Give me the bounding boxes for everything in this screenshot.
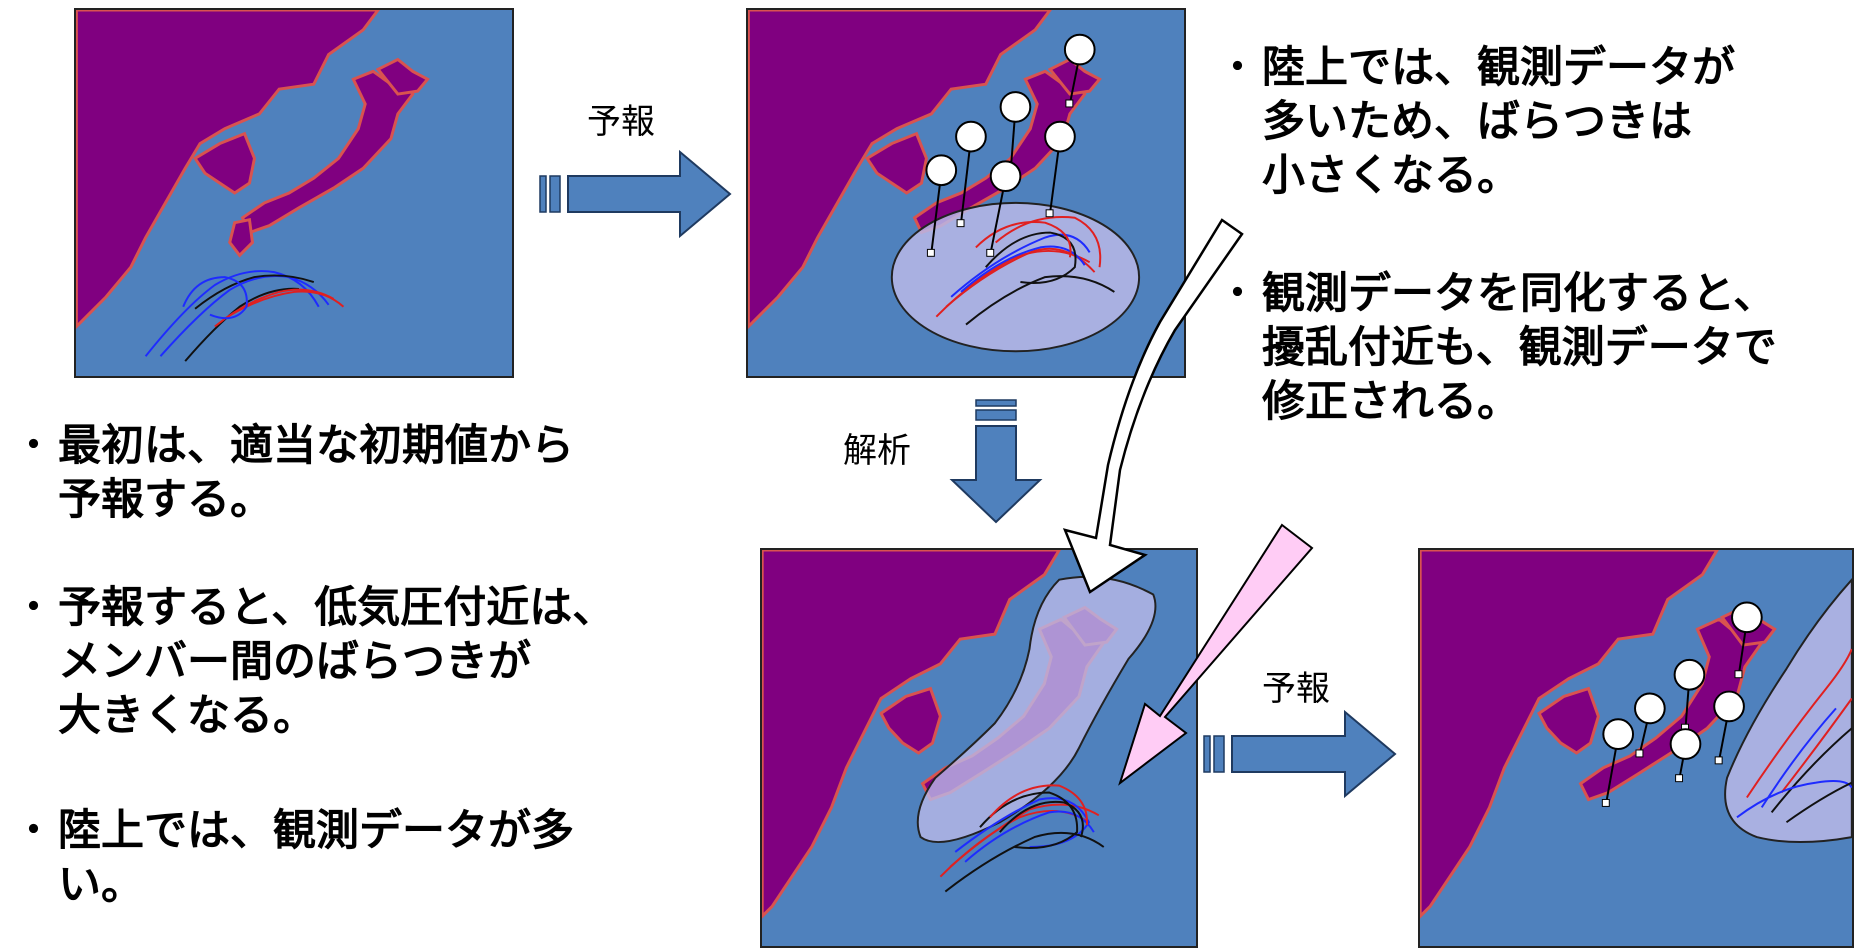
analysis-arrow bbox=[949, 399, 1043, 524]
observation-stations bbox=[925, 33, 1096, 257]
ensemble-members bbox=[1736, 648, 1852, 824]
left-bullet-2: ・ 予報すると、低気圧付近は、 メンバー間のばらつきが 大きくなる。 bbox=[12, 582, 616, 743]
korea bbox=[192, 131, 256, 195]
bullet-marker: ・ bbox=[12, 583, 55, 633]
left-bullet-1: ・ 最初は、適当な初期値から 予報する。 bbox=[12, 420, 574, 528]
map-next-forecast bbox=[1418, 548, 1854, 948]
bullet-line: 多いため、ばらつきは bbox=[1262, 96, 1692, 147]
bullet-line: 陸上では、観測データが bbox=[1262, 43, 1735, 93]
bullet-line: 観測データを同化すると、 bbox=[1262, 269, 1777, 319]
bullet-marker: ・ bbox=[12, 421, 55, 471]
left-bullet-3: ・ 陸上では、観測データが多 い。 bbox=[12, 805, 574, 913]
map-analysis-svg bbox=[762, 550, 1157, 919]
ensemble-members bbox=[144, 270, 345, 362]
ensemble-members bbox=[939, 784, 1105, 893]
kyushu bbox=[228, 217, 255, 258]
bullet-marker: ・ bbox=[1216, 43, 1259, 93]
map-initial bbox=[74, 8, 514, 378]
label-forecast-1: 予報 bbox=[587, 102, 655, 142]
map-initial-svg bbox=[76, 10, 430, 362]
forecast-arrow-2 bbox=[1203, 709, 1397, 799]
bullet-line: 予報する。 bbox=[58, 474, 273, 525]
bullet-line: 最初は、適当な初期値から bbox=[58, 421, 574, 471]
map-next-forecast-svg bbox=[1420, 550, 1852, 919]
continent bbox=[76, 10, 380, 330]
label-forecast-2: 予報 bbox=[1262, 669, 1330, 709]
bullet-marker: ・ bbox=[12, 806, 55, 856]
bullet-marker: ・ bbox=[1216, 269, 1259, 319]
korea bbox=[864, 131, 928, 195]
continent bbox=[748, 10, 1052, 330]
bullet-line: 小さくなる。 bbox=[1262, 150, 1520, 201]
forecast-arrow-1 bbox=[539, 149, 732, 239]
spread-region bbox=[1724, 578, 1852, 844]
bullet-line: 修正される。 bbox=[1262, 376, 1520, 427]
map-forecast bbox=[746, 8, 1186, 378]
label-analysis: 解析 bbox=[843, 431, 911, 471]
korea bbox=[1537, 686, 1600, 755]
bullet-line: 陸上では、観測データが多 bbox=[58, 806, 574, 856]
continent bbox=[762, 550, 1061, 919]
map-analysis bbox=[760, 548, 1198, 948]
bullet-line: い。 bbox=[58, 859, 144, 910]
bullet-line: 予報すると、低気圧付近は、 bbox=[58, 583, 616, 633]
korea bbox=[879, 686, 942, 755]
hokkaido bbox=[375, 57, 430, 96]
right-bullet-2: ・ 観測データを同化すると、 擾乱付近も、観測データで 修正される。 bbox=[1216, 268, 1777, 429]
bullet-line: 大きくなる。 bbox=[58, 690, 316, 741]
observation-stations bbox=[1601, 601, 1763, 807]
bullet-line: メンバー間のばらつきが bbox=[58, 636, 531, 687]
bullet-line: 擾乱付近も、観測データで bbox=[1262, 322, 1777, 373]
map-forecast-svg bbox=[748, 10, 1141, 353]
right-bullet-1: ・ 陸上では、観測データが 多いため、ばらつきは 小さくなる。 bbox=[1216, 42, 1735, 203]
continent bbox=[1420, 550, 1719, 919]
